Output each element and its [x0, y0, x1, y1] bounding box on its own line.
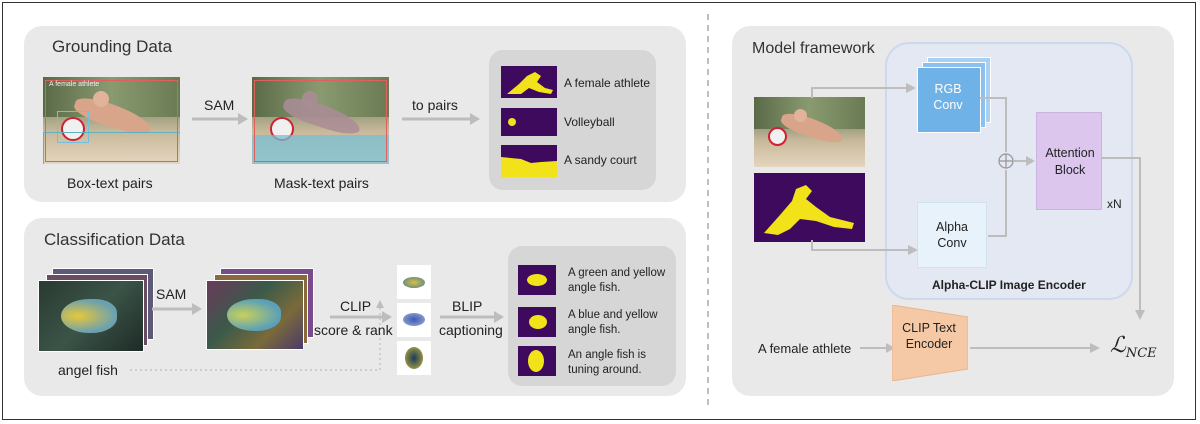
fish-image-stack	[38, 268, 156, 352]
text-input-label: A female athlete	[758, 341, 852, 356]
blip-arrow	[440, 311, 504, 323]
to-pairs-label: to pairs	[412, 97, 458, 113]
repeat-label: xN	[1107, 197, 1122, 211]
class-label-dotted-arrow	[130, 300, 384, 371]
pair-mask-volleyball	[501, 108, 557, 136]
caption-mask-3	[518, 346, 556, 376]
merge-connectors	[980, 97, 1035, 237]
alpha-conv-block: Alpha Conv	[917, 202, 987, 268]
caption-text-3: An angle fish is tuning around.	[568, 349, 646, 376]
encoder-label: Alpha-CLIP Image Encoder	[932, 278, 1086, 292]
image-tag: A female athlete	[49, 81, 100, 88]
attention-block-label: Attention Block	[1045, 146, 1095, 177]
section-divider	[707, 14, 709, 410]
caption-text-1: A green and yellow angle fish.	[568, 267, 666, 294]
grounding-title: Grounding Data	[52, 37, 173, 56]
alpha-conv-label: Alpha Conv	[936, 220, 968, 250]
attention-block: Attention Block	[1036, 112, 1102, 210]
grounding-sam-label: SAM	[204, 97, 235, 113]
rgb-connector	[811, 83, 916, 98]
angel-fish-label: angel fish	[58, 362, 118, 378]
caption-mask-2	[518, 307, 556, 337]
grounding-sam-arrow	[192, 113, 248, 125]
classification-sam-arrow	[152, 303, 202, 315]
mask-text-label: Mask-text pairs	[274, 175, 369, 191]
framework-alpha-mask	[754, 173, 865, 242]
pair-text-athlete: A female athlete	[564, 76, 651, 90]
text-input-arrow	[860, 343, 895, 353]
segmented-image-stack	[206, 268, 316, 350]
classification-sam-label: SAM	[156, 286, 187, 302]
rgb-conv-label: RGB Conv	[933, 82, 963, 112]
clip-text-encoder-label: CLIP Text Encoder	[902, 321, 956, 351]
fish-crop-2	[397, 303, 431, 337]
caption-mask-1	[518, 265, 556, 295]
box-text-image: A female athlete	[43, 77, 180, 164]
text-encoder-arrow	[970, 343, 1100, 353]
framework-title: Model framework	[752, 40, 875, 57]
fish-crop-3	[397, 341, 431, 375]
pair-text-court: A sandy court	[564, 153, 637, 167]
framework-rgb-image	[754, 97, 865, 167]
clip-arrow	[330, 311, 392, 323]
pair-mask-athlete	[501, 66, 557, 98]
classification-title: Classification Data	[44, 230, 185, 249]
to-pairs-arrow	[402, 113, 480, 125]
clip-label-line1: CLIP	[340, 298, 372, 314]
loss-symbol: ℒ	[1110, 333, 1126, 358]
alpha-connector	[811, 240, 918, 255]
blip-label-line1: BLIP	[452, 298, 483, 314]
rgb-conv-block: RGB Conv	[917, 57, 991, 133]
loss-label: ℒNCE	[1110, 333, 1157, 361]
attention-output-connector	[1102, 157, 1145, 320]
mask-text-image	[252, 77, 389, 164]
pair-text-volleyball: Volleyball	[564, 115, 615, 129]
pair-mask-court	[501, 145, 557, 177]
loss-subscript: NCE	[1125, 346, 1157, 361]
caption-text-2: A blue and yellow angle fish.	[568, 309, 658, 336]
blip-label-line2: captioning	[439, 322, 503, 338]
fish-crop-1	[397, 265, 431, 299]
clip-label-line2: score & rank	[314, 322, 393, 338]
clip-text-encoder-shape	[892, 305, 968, 381]
box-text-label: Box-text pairs	[67, 175, 153, 191]
